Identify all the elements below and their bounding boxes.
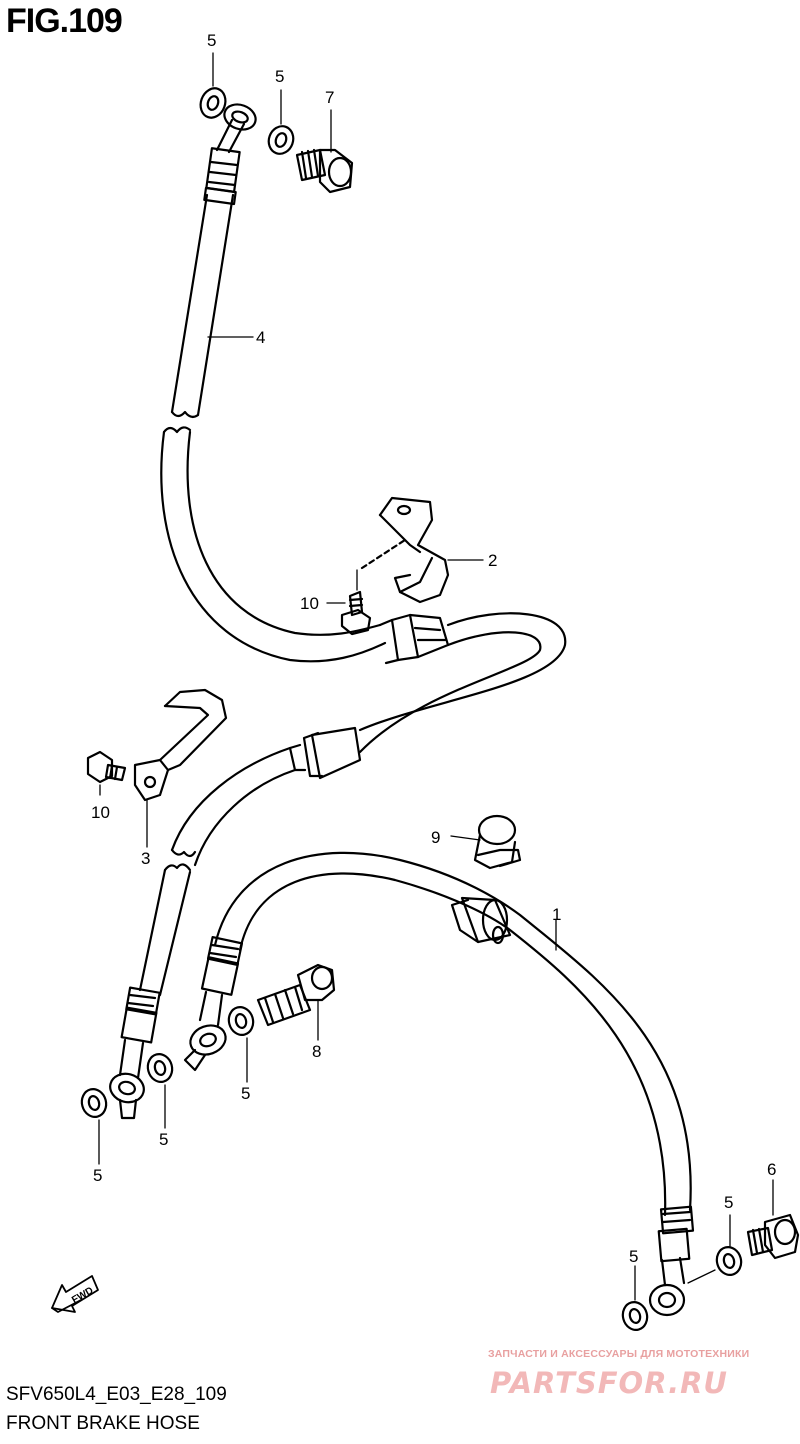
bolt-10-upper (340, 590, 372, 636)
callout-washer-center: 5 (241, 1084, 250, 1103)
callout-washer-top-right: 5 (275, 67, 284, 86)
figure-caption: FRONT BRAKE HOSE (6, 1413, 200, 1434)
hose-clamp-9 (473, 814, 522, 870)
model-code: SFV650L4_E03_E28_109 (6, 1384, 227, 1405)
middle-brake-hose (109, 612, 567, 1120)
union-bolt-7 (295, 148, 354, 194)
washer-top-right (267, 125, 295, 155)
washer-right-lower (621, 1301, 649, 1331)
callout-washer-lower-mid: 5 (159, 1130, 168, 1149)
hose-clamp-2 (360, 496, 450, 604)
long-brake-hose (183, 851, 695, 1317)
union-bolt-6 (746, 1213, 800, 1260)
upper-brake-hose (160, 103, 420, 665)
callout-numbers: 5 5 7 4 2 10 10 3 9 1 8 5 5 5 6 5 5 (91, 31, 776, 1266)
washer-right-upper (715, 1246, 743, 1276)
washer-lower-left (80, 1088, 108, 1118)
callout-bolt-10-upper: 10 (300, 594, 319, 613)
callout-clamp-2: 2 (488, 551, 497, 570)
bolt-8 (256, 963, 336, 1027)
callout-clamp-3: 3 (141, 849, 150, 868)
leader-lines (98, 52, 774, 1301)
callout-bolt-7: 7 (325, 88, 334, 107)
watermark-logo: PARTSFOR.RU (490, 1366, 728, 1400)
callout-hose-4: 4 (256, 328, 265, 347)
washer-top-left (199, 87, 227, 119)
callout-washer-right-lower: 5 (629, 1247, 638, 1266)
washer-lower-mid (146, 1053, 174, 1083)
callout-washer-top-left: 5 (207, 31, 216, 50)
callout-bolt-8: 8 (312, 1042, 321, 1061)
bolt-10-lower (86, 750, 127, 784)
washer-center (227, 1006, 255, 1036)
callout-clamp-9: 9 (431, 828, 440, 847)
hose-clamp-3 (133, 688, 228, 802)
watermark-tagline: ЗАПЧАСТИ И АКСЕССУАРЫ ДЛЯ МОТОТЕХНИКИ (488, 1348, 750, 1360)
figure-title: FIG.109 (6, 2, 123, 40)
callout-washer-lower-left: 5 (93, 1166, 102, 1185)
callout-bolt-6: 6 (767, 1160, 776, 1179)
callout-washer-right-upper: 5 (724, 1193, 733, 1212)
callout-bolt-10-lower: 10 (91, 803, 110, 822)
forward-arrow-icon: FWD (51, 1275, 99, 1313)
callout-hose-1: 1 (552, 905, 561, 924)
